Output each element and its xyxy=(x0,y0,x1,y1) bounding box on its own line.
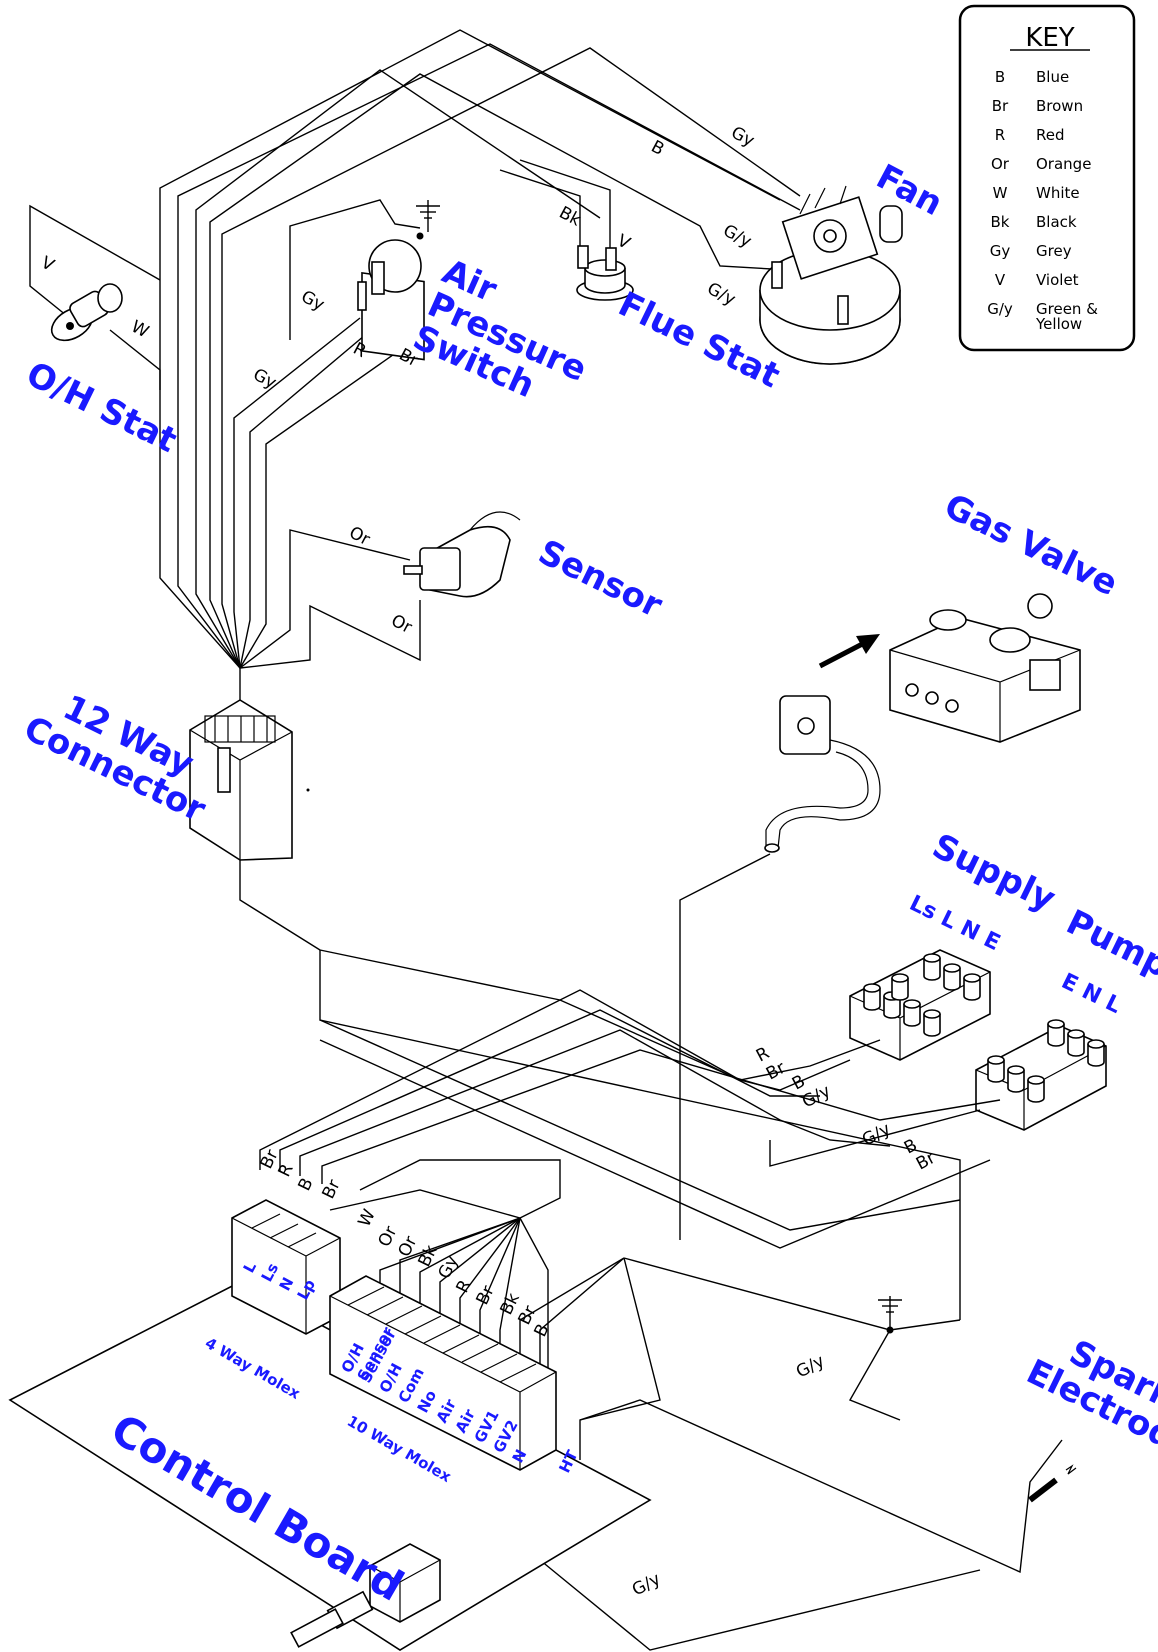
key-code: Bk xyxy=(991,213,1010,231)
key-code: Gy xyxy=(990,242,1011,260)
wire-label-m10-w: W xyxy=(355,1206,380,1230)
wire-label-or-sensor1: Or xyxy=(346,523,373,550)
air-pressure-switch xyxy=(357,200,440,361)
wire-label-molex4-r: R xyxy=(275,1161,298,1181)
fan xyxy=(759,185,903,365)
wire-label-gy3: G/y xyxy=(704,279,739,310)
key-code: R xyxy=(995,126,1005,144)
spark-electrode xyxy=(1028,1464,1077,1503)
label-sensor: Sensor xyxy=(532,532,668,626)
label-12-way-connector: 12 Way Connector xyxy=(18,687,212,830)
wire-label-gy-board: G/y xyxy=(629,1569,664,1600)
key-code: G/y xyxy=(987,300,1013,318)
label-spark-electrode: Spark Electrode xyxy=(1020,1333,1158,1468)
sensor xyxy=(403,511,521,598)
wire-label-gy-earth: G/y xyxy=(793,1351,828,1382)
key-code: V xyxy=(995,271,1006,289)
key-name: Orange xyxy=(1036,155,1091,173)
wire-label-gy-aps: Gy xyxy=(298,287,328,316)
label-pump-pins: E N L xyxy=(1057,969,1124,1019)
gas-valve xyxy=(818,593,1081,743)
key-code: W xyxy=(993,184,1008,202)
wire-label-gy-aps2: Gy xyxy=(250,365,280,394)
key-name: Red xyxy=(1036,126,1065,144)
key-name: White xyxy=(1036,184,1080,202)
key-name: Violet xyxy=(1036,271,1079,289)
key-title: KEY xyxy=(1025,23,1074,53)
wire-label-or-sensor2: Or xyxy=(388,611,415,638)
wire-label-molex4-b: B xyxy=(295,1175,318,1194)
wire-label-m10-b: B xyxy=(531,1321,554,1340)
flue-stat xyxy=(576,245,634,301)
key-name: Blue xyxy=(1036,68,1069,86)
key-code: Br xyxy=(992,97,1009,115)
supply-terminal xyxy=(849,949,991,1061)
key-name: Yellow xyxy=(1035,315,1082,333)
wire-label-b: B xyxy=(648,137,668,160)
label-gas-valve: Gas Valve xyxy=(938,486,1124,604)
label-air-pressure-switch: Air Pressure Switch xyxy=(407,252,593,406)
key-name: Black xyxy=(1036,213,1077,231)
wire-label-m10-br: Br xyxy=(473,1283,499,1309)
label-oh-stat: O/H Stat xyxy=(20,354,183,461)
label-supply-pins: Ls L N E xyxy=(905,891,1004,956)
gas-valve-plug xyxy=(679,695,881,1240)
upper-harness-wires xyxy=(29,29,801,951)
wire-label-w-oh: W xyxy=(128,317,152,343)
oh-stat xyxy=(50,283,123,342)
connector-12-way xyxy=(189,699,310,861)
pump-terminal xyxy=(975,1019,1107,1131)
key-code: Or xyxy=(991,155,1010,173)
key-code: B xyxy=(995,68,1005,86)
wire-label-gy2: G/y xyxy=(720,221,755,252)
key-name: Brown xyxy=(1036,97,1083,115)
key-name: Green & xyxy=(1036,300,1098,318)
wire-label-m10-r: R xyxy=(453,1277,476,1297)
wire-label-gy: Gy xyxy=(728,123,758,152)
control-board xyxy=(8,1199,652,1651)
key-name: Grey xyxy=(1036,242,1072,260)
wire-label-v-oh: V xyxy=(38,253,58,276)
